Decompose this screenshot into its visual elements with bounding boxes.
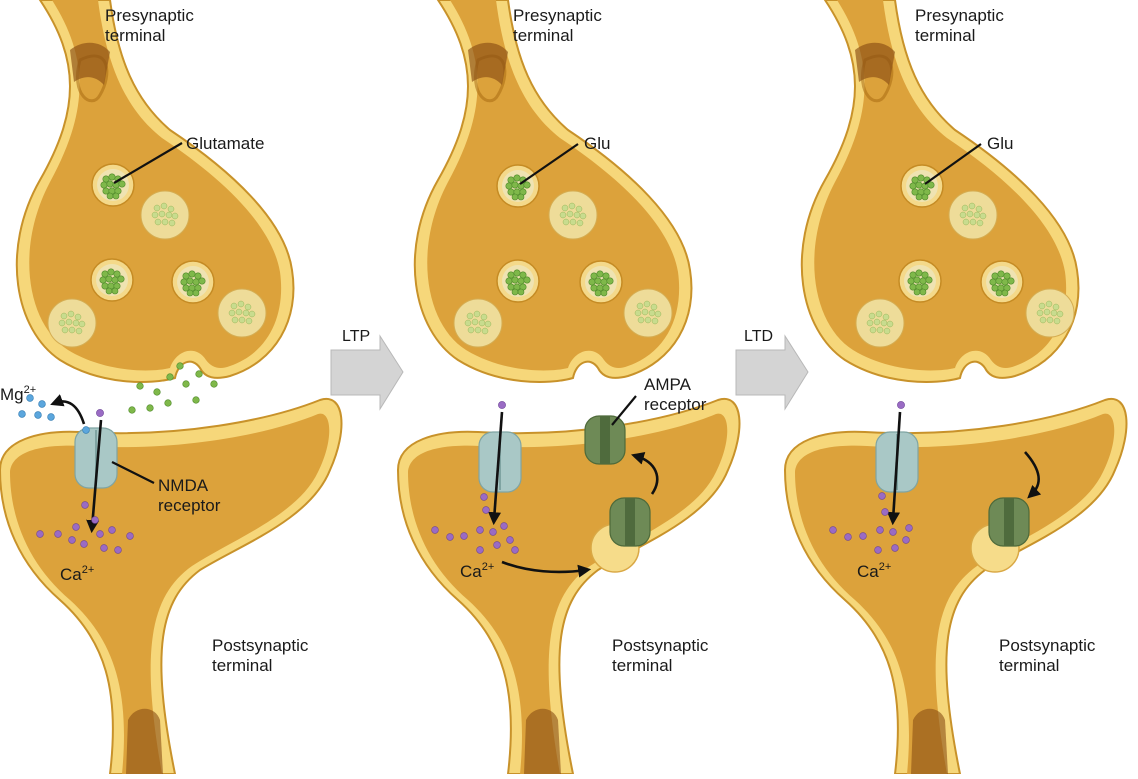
released-glutamate [128,362,218,414]
calcium-ion [897,401,905,409]
calcium-influx-arrow [887,411,902,526]
mg-label: Mg2+ [0,384,36,404]
ltd-transition: LTD [735,328,809,411]
ampa-leader-line [611,395,637,426]
presynaptic-label-line2: terminal [105,26,165,45]
panel-baseline: Presynaptic terminal Glutamate Mg2+ NMDA… [0,0,343,775]
panel-ltp: Presynaptic terminal Glu AMPA receptor C… [397,0,741,775]
vesicle [453,298,503,348]
glu-leader-line [924,143,982,185]
ltd-arrow-icon [735,334,809,411]
presynaptic-label-line1: Presynaptic [105,6,194,25]
ltp-transition: LTP [330,328,404,411]
postsynaptic-terminal-shape [397,397,741,775]
nmda-label-line2: receptor [158,496,221,515]
postsynaptic-label-line2: terminal [612,656,672,675]
vesicle [898,259,942,303]
calcium-ions [431,493,519,554]
vesicle [579,260,623,304]
calcium-ion [498,401,506,409]
ampa-receptor-internalized-icon [988,497,1030,547]
vesicle [948,190,998,240]
calcium-ions [829,492,913,554]
presynaptic-label-line1: Presynaptic [513,6,602,25]
vesicle-label: Glu [987,134,1013,153]
nmda-label-line1: NMDA [158,476,209,495]
ampa-receptor-trafficking-icon [609,497,651,547]
vesicle-label: Glu [584,134,610,153]
vesicle [90,258,134,302]
presynaptic-label-line2: terminal [915,26,975,45]
ca-label: Ca2+ [60,564,94,584]
ampa-label-line2: receptor [644,395,707,414]
mg-expulsion-arrow [50,394,86,425]
vesicle [900,164,944,208]
ltd-label: LTD [744,328,773,345]
vesicle [171,260,215,304]
ampa-removal-arrow [1024,451,1042,499]
vesicle [47,298,97,348]
vesicle [496,164,540,208]
calcium-influx-arrow [86,419,103,534]
ampa-insertion-arrow [631,452,659,495]
magnesium-ions [18,394,90,434]
glu-leader-line [519,143,579,185]
postsynaptic-label-line1: Postsynaptic [212,636,309,655]
vesicle [217,288,267,338]
vesicle [548,190,598,240]
vesicle [855,298,905,348]
vesicle [496,259,540,303]
postsynaptic-label-line2: terminal [999,656,1059,675]
ca-label: Ca2+ [460,561,494,581]
ampa-label-line1: AMPA [644,375,692,394]
vesicle [1025,288,1075,338]
calcium-ion [96,409,104,417]
vesicle [980,260,1024,304]
ltp-label: LTP [342,328,370,345]
postsynaptic-terminal-shape [784,397,1128,775]
calcium-ions [36,501,134,554]
vesicle [623,288,673,338]
presynaptic-label-line2: terminal [513,26,573,45]
calcium-influx-arrow [488,411,504,526]
nmda-leader-line [111,461,155,484]
presynaptic-label-line1: Presynaptic [915,6,1004,25]
ltp-arrow-icon [330,334,404,411]
vesicle [140,190,190,240]
postsynaptic-label-line1: Postsynaptic [612,636,709,655]
postsynaptic-label-line2: terminal [212,656,272,675]
glutamate-leader-line [113,142,183,184]
postsynaptic-terminal-shape [0,397,343,775]
postsynaptic-label-line1: Postsynaptic [999,636,1096,655]
vesicle [91,163,135,207]
ca-label: Ca2+ [857,561,891,581]
vesicle-label: Glutamate [186,134,264,153]
ca-to-ampa-arrow [501,560,592,578]
panel-ltd: Presynaptic terminal Glu Ca2+ Postsynapt… [784,0,1128,775]
ampa-receptor-inserted-icon [584,415,626,465]
